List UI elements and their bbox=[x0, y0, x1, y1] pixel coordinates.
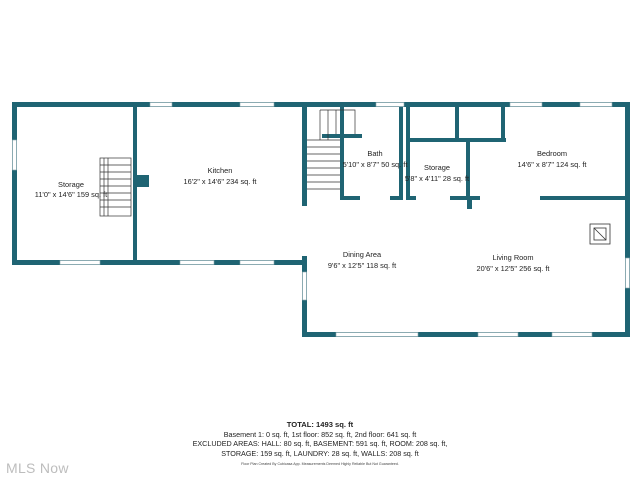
window bbox=[509, 102, 543, 107]
room-name-living: Living Room bbox=[492, 253, 533, 262]
room-dims-living: 20'6" x 12'5" 256 sq. ft bbox=[477, 264, 550, 273]
window bbox=[179, 260, 215, 265]
wall bbox=[466, 196, 628, 200]
room-dims-bedroom: 14'6" x 8'7" 124 sq. ft bbox=[518, 160, 587, 169]
area-summary: TOTAL: 1493 sq. ft Basement 1: 0 sq. ft,… bbox=[0, 420, 640, 458]
window bbox=[12, 139, 17, 171]
room-dims-storage-left: 11'0" x 14'6" 159 sq. ft bbox=[35, 190, 107, 199]
total-area: TOTAL: 1493 sq. ft bbox=[286, 420, 354, 429]
room-dims-kitchen: 16'2" x 14'6" 234 sq. ft bbox=[184, 177, 257, 186]
wall bbox=[406, 107, 410, 200]
room-name-bedroom: Bedroom bbox=[537, 149, 567, 158]
walls bbox=[12, 102, 630, 337]
room-name-storage-small: Storage bbox=[424, 163, 450, 172]
room-name-bath: Bath bbox=[367, 149, 382, 158]
window bbox=[375, 102, 405, 107]
wall bbox=[137, 175, 149, 187]
disclaimer: Floor Plan Created By Cubicasa App. Meas… bbox=[241, 462, 399, 466]
window bbox=[239, 260, 275, 265]
wall bbox=[625, 102, 630, 337]
stairs-middle bbox=[307, 109, 356, 190]
window bbox=[551, 332, 593, 337]
fireplace-symbol bbox=[589, 223, 611, 245]
door-gap bbox=[470, 142, 500, 146]
door-gap bbox=[360, 196, 390, 200]
window bbox=[302, 271, 307, 301]
window bbox=[239, 102, 275, 107]
wall bbox=[302, 332, 630, 337]
stairs-left bbox=[99, 157, 132, 217]
room-name-storage-left: Storage bbox=[58, 180, 84, 189]
room-name-kitchen: Kitchen bbox=[208, 166, 233, 175]
floor-areas: Basement 1: 0 sq. ft, 1st floor: 852 sq.… bbox=[223, 429, 417, 439]
wall bbox=[133, 107, 137, 260]
wall bbox=[340, 107, 344, 199]
wall bbox=[399, 107, 403, 200]
room-name-dining: Dining Area bbox=[343, 250, 382, 259]
window bbox=[579, 102, 613, 107]
wall bbox=[12, 102, 17, 265]
excluded-areas: EXCLUDED AREAS: HALL: 80 sq. ft, BASEMEN… bbox=[192, 439, 448, 449]
floor-plan: Storage 11'0" x 14'6" 159 sq. ft Kitchen… bbox=[12, 102, 630, 337]
wall bbox=[302, 102, 630, 107]
wall bbox=[466, 142, 470, 200]
door-gap bbox=[302, 206, 307, 256]
window bbox=[149, 102, 173, 107]
excluded-areas-cont: STORAGE: 159 sq. ft, LAUNDRY: 28 sq. ft,… bbox=[221, 448, 419, 458]
windows bbox=[12, 102, 630, 337]
watermark: MLS Now bbox=[6, 460, 69, 476]
wall bbox=[455, 107, 459, 140]
door-gap bbox=[416, 196, 450, 200]
wall bbox=[467, 196, 472, 209]
window bbox=[335, 332, 419, 337]
doors bbox=[302, 142, 540, 256]
window bbox=[625, 257, 630, 289]
wall bbox=[501, 107, 505, 142]
wall bbox=[322, 134, 362, 138]
wall bbox=[12, 260, 307, 265]
window bbox=[477, 332, 519, 337]
window bbox=[59, 260, 101, 265]
room-dims-bath: 5'10" x 8'7" 50 sq. ft bbox=[343, 160, 408, 169]
door-gap bbox=[480, 196, 540, 200]
room-dims-storage-small: 5'8" x 4'11" 28 sq. ft bbox=[405, 174, 469, 183]
room-dims-dining: 9'6" x 12'5" 118 sq. ft bbox=[328, 261, 396, 270]
